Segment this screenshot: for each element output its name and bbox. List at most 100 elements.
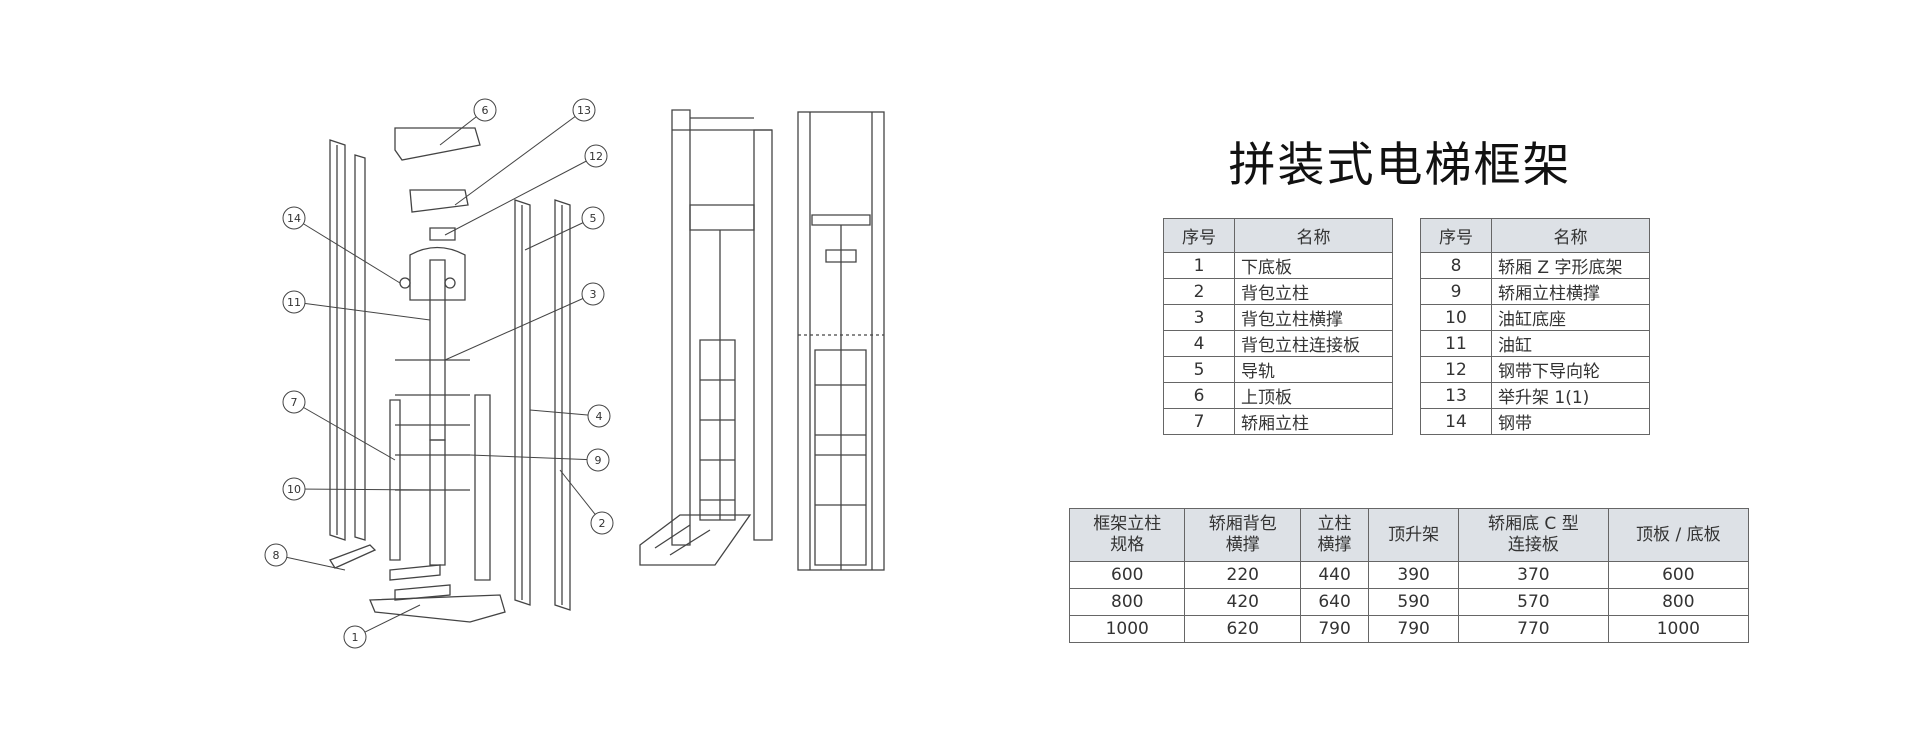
callout-leader-line [454,109,585,206]
spec-cell: 420 [1184,588,1301,616]
callout-number: 9 [595,454,602,467]
part-name: 上顶板 [1234,382,1393,409]
spec-cell: 220 [1184,561,1301,589]
callout-circle [282,290,306,314]
callout-circle [581,282,605,306]
callout-number: 10 [287,483,301,496]
part-name: 导轨 [1234,356,1393,383]
callout-number: 7 [291,396,298,409]
spec-header: 顶板 / 底板 [1607,508,1750,562]
spec-cell: 570 [1458,588,1609,616]
callout-number: 3 [590,288,597,301]
spec-cell: 800 [1068,588,1186,616]
spec-header: 轿厢底 C 型连接板 [1458,508,1609,562]
spec-cell: 600 [1607,561,1750,589]
callout-number: 11 [287,296,301,309]
part-name: 油缸 [1491,330,1650,357]
callout-leader-line [529,409,600,417]
spec-header-line: 连接板 [1507,535,1559,555]
spec-header: 框架立柱规格 [1068,508,1186,562]
part-name: 钢带 [1491,408,1650,435]
callout-number: 12 [589,150,603,163]
spec-header: 立柱横撑 [1299,508,1370,562]
callout-number: 1 [352,631,359,644]
spec-cell: 770 [1458,615,1609,643]
spec-cell: 800 [1607,588,1750,616]
part-name: 轿厢立柱 [1234,408,1393,435]
callout-leader-line [354,604,421,638]
callout-leader-line [444,155,597,236]
part-index: 1 [1163,252,1235,279]
part-name: 举升架 1(1) [1491,382,1650,409]
callout-leader-line [293,488,431,491]
callout-leader-line [444,293,594,361]
callout-circle [581,206,605,230]
callout-circle [473,98,497,122]
callout-leader-line [293,217,401,284]
part-name: 下底板 [1234,252,1393,279]
callout-leader-line [469,454,599,461]
part-name: 背包立柱连接板 [1234,330,1393,357]
part-index: 5 [1163,356,1235,383]
callout-number: 6 [482,104,489,117]
spec-cell: 390 [1368,561,1460,589]
spec-cell: 1000 [1068,615,1186,643]
exploded-view-drawing [329,127,571,623]
part-index: 12 [1420,356,1492,383]
callout-circle [343,625,367,649]
spec-header-line: 轿厢背包 [1208,514,1277,534]
callout-circle [584,144,608,168]
part-name: 轿厢立柱横撑 [1491,278,1650,305]
spec-cell: 440 [1299,561,1370,589]
spec-cell: 590 [1368,588,1460,616]
callout-circle [282,477,306,501]
spec-header-line: 立柱 [1317,514,1352,534]
callout-circle [590,511,614,535]
part-name: 钢带下导向轮 [1491,356,1650,383]
header-index: 序号 [1163,218,1235,253]
part-index: 14 [1420,408,1492,435]
spec-header-line: 轿厢底 C 型 [1488,514,1579,534]
spec-table: 框架立柱规格轿厢背包横撑立柱横撑顶升架轿厢底 C 型连接板顶板 / 底板 600… [1068,508,1750,643]
callout-leader-line [293,401,396,461]
part-index: 3 [1163,304,1235,331]
part-index: 6 [1163,382,1235,409]
assembled-front-view-drawing [797,111,885,571]
callout-number: 5 [590,212,597,225]
callout-leader-line [524,217,594,251]
callout-circle [264,543,288,567]
spec-cell: 790 [1299,615,1370,643]
callout-circle [572,98,596,122]
callout-circle [282,206,306,230]
callout-number: 4 [596,410,603,423]
spec-cell: 370 [1458,561,1609,589]
callout-circle [587,404,611,428]
spec-cell: 790 [1368,615,1460,643]
callout-number: 14 [287,212,301,225]
spec-header-line: 顶板 / 底板 [1636,524,1721,545]
part-name: 背包立柱 [1234,278,1393,305]
part-name: 背包立柱横撑 [1234,304,1393,331]
spec-header-line: 横撑 [1317,535,1352,555]
callout-leader-line [275,554,346,571]
callout-number: 2 [599,517,606,530]
part-name: 油缸底座 [1491,304,1650,331]
part-index: 4 [1163,330,1235,357]
